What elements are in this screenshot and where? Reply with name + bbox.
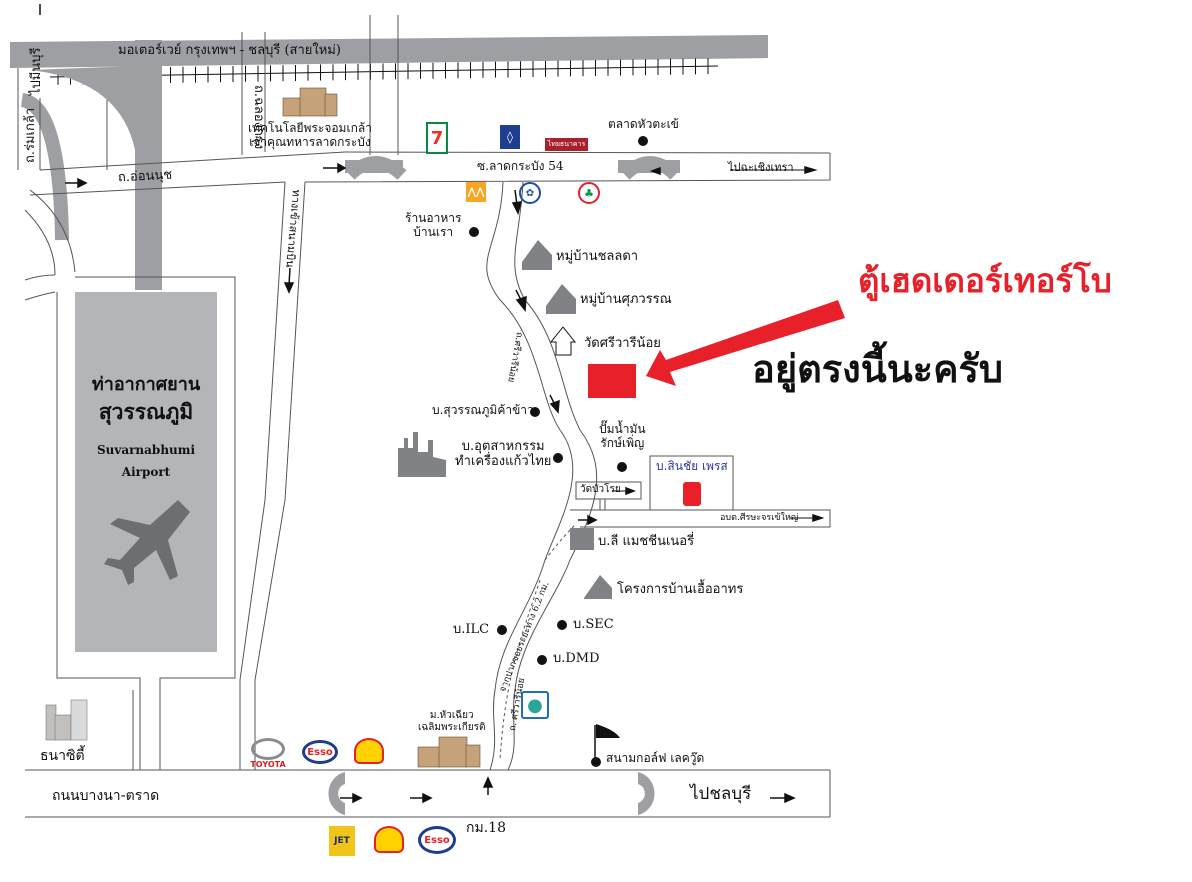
dmd-label: บ.DMD (553, 651, 600, 666)
airport-thai-line-2: สุวรรณภูมิ (98, 399, 194, 425)
target-location-marker (588, 364, 636, 398)
sec-label: บ.SEC (573, 617, 614, 632)
huachiew-building-icon (417, 736, 481, 768)
village-supawan-label: หมู่บ้านศุภวรรณ (580, 292, 672, 307)
to-chachoengsao-label: ไปฉะเชิงเทรา (728, 161, 794, 174)
krungthai-bank-logo: ✿ (519, 182, 541, 204)
thana-city-building-icon (45, 699, 88, 741)
huachiew-line-2: เฉลิมพระเกียรติ (418, 721, 486, 733)
golf-flag-icon (594, 724, 620, 758)
to-chonburi-label: ไปชลบุรี (690, 784, 752, 804)
poi-dots (469, 136, 648, 767)
kmitl-label: เทคโนโลยีพระจอมเกล้าเจ้าคุณทหารลาดกระบัง (248, 121, 372, 150)
glass-factory-line-2: ทำเครื่องแก้วไทย (455, 453, 552, 469)
wat-si-wari-noi-label: วัดศรีวารีน้อย (584, 336, 661, 351)
sinchai-press-logo (683, 482, 701, 506)
sinchai-press-label: บ.สินชัย เพรส (656, 459, 728, 473)
gas-station-label: ปั๊มน้ำมันรักษ์เพิ่ญ (599, 422, 646, 451)
gas-station-line-1: ปั๊มน้ำมัน (599, 422, 646, 436)
gas-station-line-2: รักษ์เพิ่ญ (600, 435, 645, 450)
on-nut-label: ถ.อ่อนนุช (117, 167, 173, 186)
esso-logo-top: Esso (302, 740, 338, 764)
restaurant-label: ร้านอาหารบ้านเรา (405, 211, 462, 240)
thana-city-label: ธนาซิตี้ (40, 748, 85, 764)
bang-na-trat-label: ถนนบางนา-ตราด (52, 788, 160, 804)
house-icons (522, 240, 612, 599)
u-turn-left (328, 772, 345, 815)
eua-athorn-label: โครงการบ้านเอื้ออาทร (617, 582, 744, 597)
sisa-jorakhe-label: อบต.ศีรษะจรเข้ใหญ่ (720, 513, 799, 523)
ilc-label: บ.ILC (453, 622, 490, 637)
bangchak-logo: ● (521, 691, 549, 719)
factory-icon (398, 432, 446, 477)
jet-logo: JET (329, 826, 355, 856)
to-min-buri-label: ไปมีนบุรี (29, 47, 44, 95)
krungsri-logo: ⋀⋀ (466, 182, 486, 202)
kasikorn-bank-logo: ♣ (578, 182, 600, 204)
kmitl-line-2: เจ้าคุณทหารลาดกระบัง (249, 134, 371, 149)
huachiew-line-1: ม.หัวเฉียว (429, 710, 474, 721)
thai-bank-logo: ไทยธนาคาร (545, 138, 588, 151)
shell-logo-top (354, 738, 384, 764)
callout-arrow (646, 300, 845, 386)
toyota-logo: TOYOTA (243, 733, 293, 773)
glass-factory-line-1: บ.อุตสาหกรรม (461, 439, 545, 454)
airport-english-line-1: Suvarnabhumi (96, 443, 196, 457)
airport-english-line-2: Airport (121, 464, 171, 479)
restaurant-line-2: บ้านเรา (413, 224, 454, 239)
temple-icon (549, 326, 577, 356)
km18-label: กม.18 (466, 820, 506, 836)
rom-klao-label: ถ.ร่มเกล้า (23, 107, 38, 163)
wat-bua-roi-sign: วัดบัวโรย (580, 484, 621, 495)
bangkok-bank-logo: ◊ (500, 125, 520, 149)
plane-icon (104, 500, 190, 585)
highway-vertical (135, 40, 162, 290)
callout-subtitle: อยู่ตรงนี้นะครับ (752, 347, 1004, 391)
left-gray-curve (20, 93, 69, 241)
rice-company-label: บ.สุวรรณภูมิค้าข้าว (432, 403, 534, 417)
shell-logo-bottom (374, 826, 404, 853)
airport-area (75, 292, 217, 652)
seven-eleven-logo: 7 (426, 122, 448, 154)
motorway-band (10, 35, 768, 68)
toyota-emblem-icon (251, 737, 285, 760)
glass-factory-label: บ.อุตสาหกรรมทำเครื่องแก้วไทย (455, 439, 552, 470)
hua-takhe-market-label: ตลาดหัวตะเข้ (608, 117, 679, 131)
callout-title: ตู้เฮดเดอร์เทอร์โบ (858, 261, 1112, 300)
highway-curve (30, 65, 162, 290)
lee-machinery-label: บ.ลี แมชชีนเนอรี่ (598, 534, 695, 549)
soi-lat-krabang-54-label: ซ.ลาดกระบัง 54 (477, 159, 564, 173)
golf-course-label: สนามกอล์ฟ เลควู๊ด (606, 751, 705, 765)
lee-machinery-icon (570, 528, 594, 550)
airport-thai-label: ท่าอากาศยานสุวรรณภูมิ (75, 372, 217, 427)
kmitl-building-icon (282, 87, 338, 117)
si-wari-noi-road (486, 181, 574, 771)
airport-thai-line-1: ท่าอากาศยาน (91, 374, 201, 395)
esso-logo-bottom: Esso (418, 826, 456, 854)
toyota-wordmark: TOYOTA (250, 759, 286, 769)
village-chonlada-label: หมู่บ้านชลลดา (556, 249, 639, 264)
restaurant-line-1: ร้านอาหาร (405, 211, 462, 225)
huachiew-label: ม.หัวเฉียวเฉลิมพระเกียรติ (418, 710, 485, 733)
kmitl-line-1: เทคโนโลยีพระจอมเกล้า (248, 121, 372, 135)
motorway-label: มอเตอร์เวย์ กรุงเทพฯ - ชลบุรี (สายใหม่) (118, 43, 341, 58)
u-turn-right (638, 772, 655, 815)
